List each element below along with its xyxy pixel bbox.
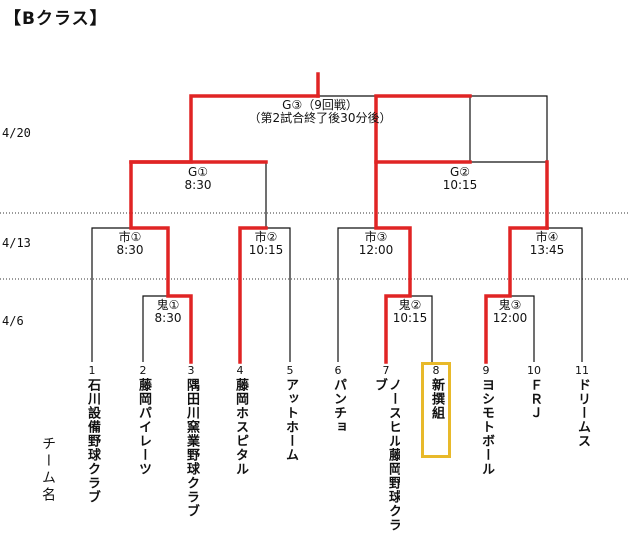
bracket-black-lines (91, 95, 583, 362)
team-5-number: 5 (286, 364, 294, 377)
bracket-title: 【Bクラス】 (4, 9, 108, 29)
match-q3-label: 市③ (364, 230, 388, 244)
team-10-number: 10 (527, 364, 541, 377)
match-semi1: G① 8:30 (185, 166, 212, 192)
date-label-round4: 4/20 (2, 126, 31, 140)
team-11-number: 11 (575, 364, 589, 377)
winner-path-team7 (374, 160, 472, 364)
match-q2: 市② 10:15 (249, 231, 284, 257)
line-team6 (337, 227, 376, 362)
team-9-name: ヨシモトボール (479, 378, 494, 476)
team-4-name: 藤岡ホスピタル (233, 378, 248, 476)
match-r1b-label: 鬼② (398, 298, 422, 312)
team-10-name: ＦＲＪ (527, 378, 542, 420)
team-1-number: 1 (88, 364, 96, 377)
team-9-number: 9 (482, 364, 490, 377)
match-r1b: 鬼② 10:15 (393, 299, 428, 325)
team-7-number: 7 (382, 364, 390, 377)
team-3-number: 3 (187, 364, 195, 377)
match-final-note: （第2試合終了後30分後） (248, 111, 392, 125)
match-final-label: G③（9回戦） (282, 98, 358, 112)
team-2-number: 2 (139, 364, 147, 377)
match-semi2-time: 10:15 (442, 178, 478, 192)
line-team5 (266, 227, 291, 362)
winner-path-semi1 (129, 94, 320, 164)
match-r1b-time: 10:15 (392, 311, 428, 325)
team-8-name: 新撰組 (429, 378, 444, 420)
match-q1-label: 市① (118, 230, 142, 244)
winner-path-team3 (129, 160, 268, 364)
match-q1: 市① 8:30 (117, 231, 144, 257)
winner-path-semi2 (374, 94, 472, 164)
date-label-round1: 4/6 (2, 314, 24, 328)
winner-path-team9 (484, 226, 549, 364)
match-r1a: 鬼① 8:30 (155, 299, 182, 325)
team-name-header: チーム名 (40, 436, 56, 504)
team-4-number: 4 (236, 364, 244, 377)
match-q3: 市③ 12:00 (359, 231, 394, 257)
match-r1c: 鬼③ 12:00 (493, 299, 528, 325)
team-6-number: 6 (334, 364, 342, 377)
match-final: G③（9回戦） （第2試合終了後30分後） (249, 99, 392, 125)
team-1-name: 石川設備野球クラブ (85, 378, 100, 504)
match-r1c-label: 鬼③ (498, 298, 522, 312)
line-team8 (410, 295, 433, 362)
match-q2-time: 10:15 (248, 243, 284, 257)
line-team10 (510, 295, 535, 362)
date-label-round2: 4/13 (2, 236, 31, 250)
team-8-highlight-box (421, 362, 451, 458)
match-q4: 市④ 13:45 (530, 231, 565, 257)
match-q4-time: 13:45 (529, 243, 565, 257)
match-q3-time: 12:00 (358, 243, 394, 257)
line-team11 (547, 227, 583, 362)
line-team2 (142, 295, 168, 362)
match-semi2-label: G② (449, 165, 471, 179)
team-11-name: ドリームス (575, 378, 590, 448)
match-semi2: G② 10:15 (443, 166, 478, 192)
team-5-name: アットホーム (283, 378, 298, 462)
match-r1a-time: 8:30 (154, 311, 182, 325)
team-3-name: 隅田川窯業野球クラブ (184, 378, 199, 518)
team-2-name: 藤岡パイレーツ (136, 378, 151, 476)
match-r1a-label: 鬼① (156, 298, 180, 312)
match-r1c-time: 12:00 (492, 311, 528, 325)
match-q2-label: 市② (254, 230, 278, 244)
match-semi1-time: 8:30 (184, 178, 212, 192)
match-semi1-label: G① (187, 165, 209, 179)
match-q1-time: 8:30 (116, 243, 144, 257)
bracket-winner-lines (129, 72, 549, 364)
match-q4-label: 市④ (535, 230, 559, 244)
team-7-name: ノースヒル藤岡野球クラブ (372, 378, 400, 532)
team-6-name: パンチョ (331, 378, 346, 434)
winner-path-team4 (238, 226, 268, 364)
team-8-number: 8 (432, 364, 440, 377)
